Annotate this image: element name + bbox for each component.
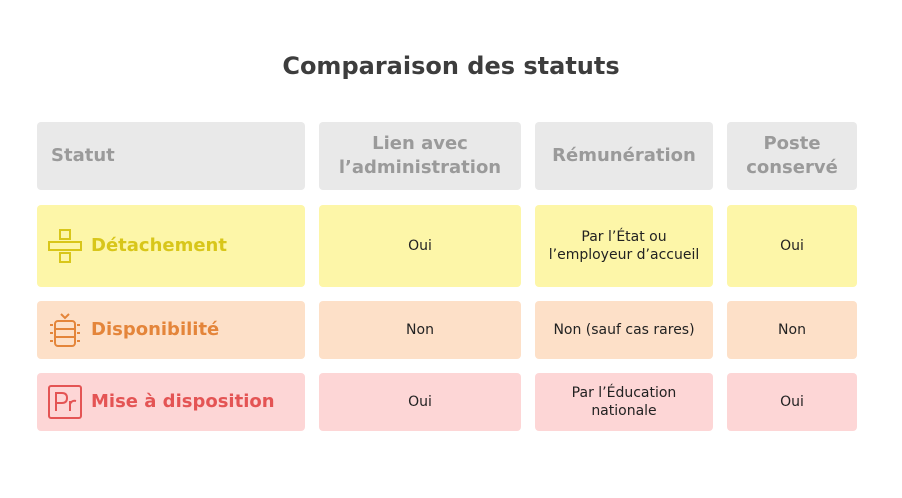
row-disponibilite-lien: Non [319,301,521,359]
statut-label: Mise à disposition [91,391,275,412]
row-mise-a-disposition-remuneration: Par l’Éducation nationale [535,373,713,431]
row-detachement-statut: Détachement [37,205,305,287]
row-mise-a-disposition-statut: Mise à disposition [37,373,305,431]
row-disponibilite-poste: Non [727,301,857,359]
header-lien: Lien avec l’administration [319,122,521,190]
page-title: Comparaison des statuts [282,52,620,80]
statut-label: Détachement [91,235,227,256]
header-poste: Poste conservé [727,122,857,190]
row-detachement-poste: Oui [727,205,857,287]
row-detachement-lien: Oui [319,205,521,287]
database-stack-icon [47,312,83,348]
division-icon [47,228,83,264]
row-disponibilite-remuneration: Non (sauf cas rares) [535,301,713,359]
row-detachement-remuneration: Par l’État ou l’employeur d’accueil [535,205,713,287]
pr-box-icon [47,384,83,420]
row-mise-a-disposition-poste: Oui [727,373,857,431]
header-statut: Statut [37,122,305,190]
row-mise-a-disposition-lien: Oui [319,373,521,431]
header-remuneration: Rémunération [535,122,713,190]
statut-label: Disponibilité [91,319,220,340]
row-disponibilite-statut: Disponibilité [37,301,305,359]
